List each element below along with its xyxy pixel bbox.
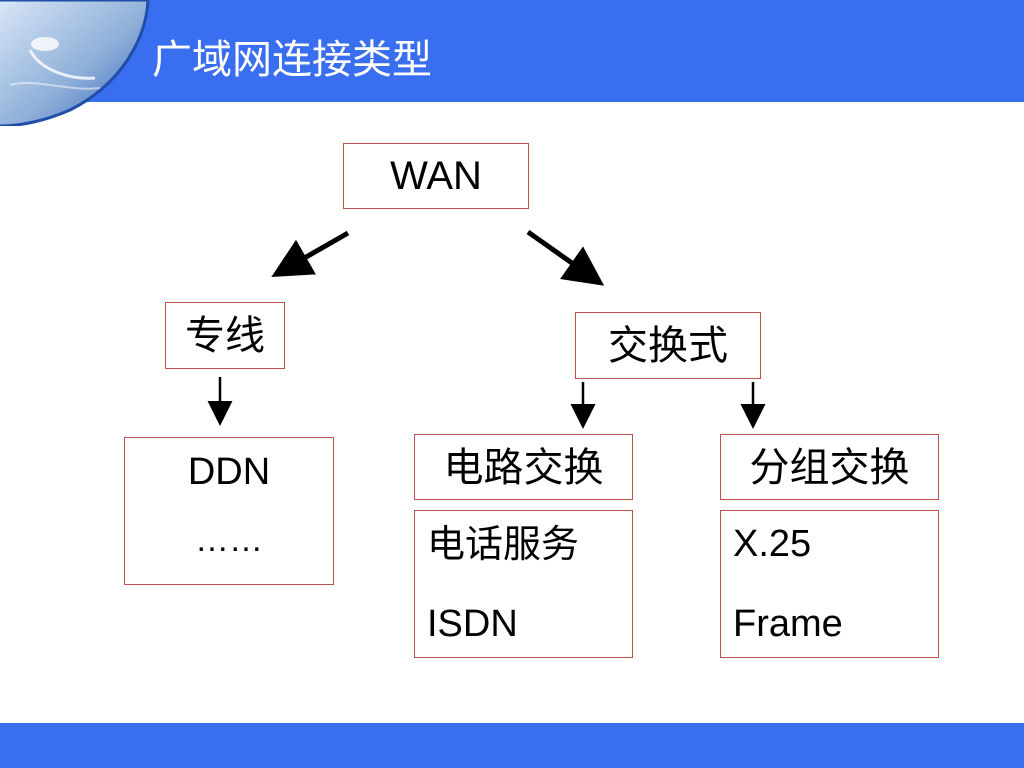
isdn-label: ISDN [427,603,518,645]
ddn-label: DDN [187,451,271,493]
wan-label: WAN [390,154,482,198]
header-corner-graphic [0,0,150,126]
footer-bar [0,723,1024,768]
circuit-switching-node: 电路交换 [414,434,633,500]
circuit-switching-label: 电路交换 [443,445,604,491]
arrow-wan-to-leased [271,230,350,277]
x25-label: X.25 [733,523,812,565]
packet-switching-label: 分组交换 [749,445,910,491]
slide-title: 广域网连接类型 [152,37,432,83]
header-bar [0,0,1024,102]
switched-node: 交换式 [575,312,761,379]
circuit-switching-examples-node: 电话服务 ISDN [414,510,633,658]
leased-line-examples-node: DDN …… [124,437,334,585]
leased-line-label: 专线 [185,313,265,359]
wan-node: WAN [343,143,529,209]
switched-label: 交换式 [608,323,728,369]
leased-line-node: 专线 [165,302,285,369]
frame-relay-label: Frame [733,603,843,645]
ellipsis-label: …… [195,521,263,559]
packet-switching-node: 分组交换 [720,434,939,500]
telephone-service-label: 电话服务 [427,522,580,566]
packet-switching-examples-node: X.25 Frame [720,510,939,658]
arrow-wan-to-switched [526,229,605,286]
